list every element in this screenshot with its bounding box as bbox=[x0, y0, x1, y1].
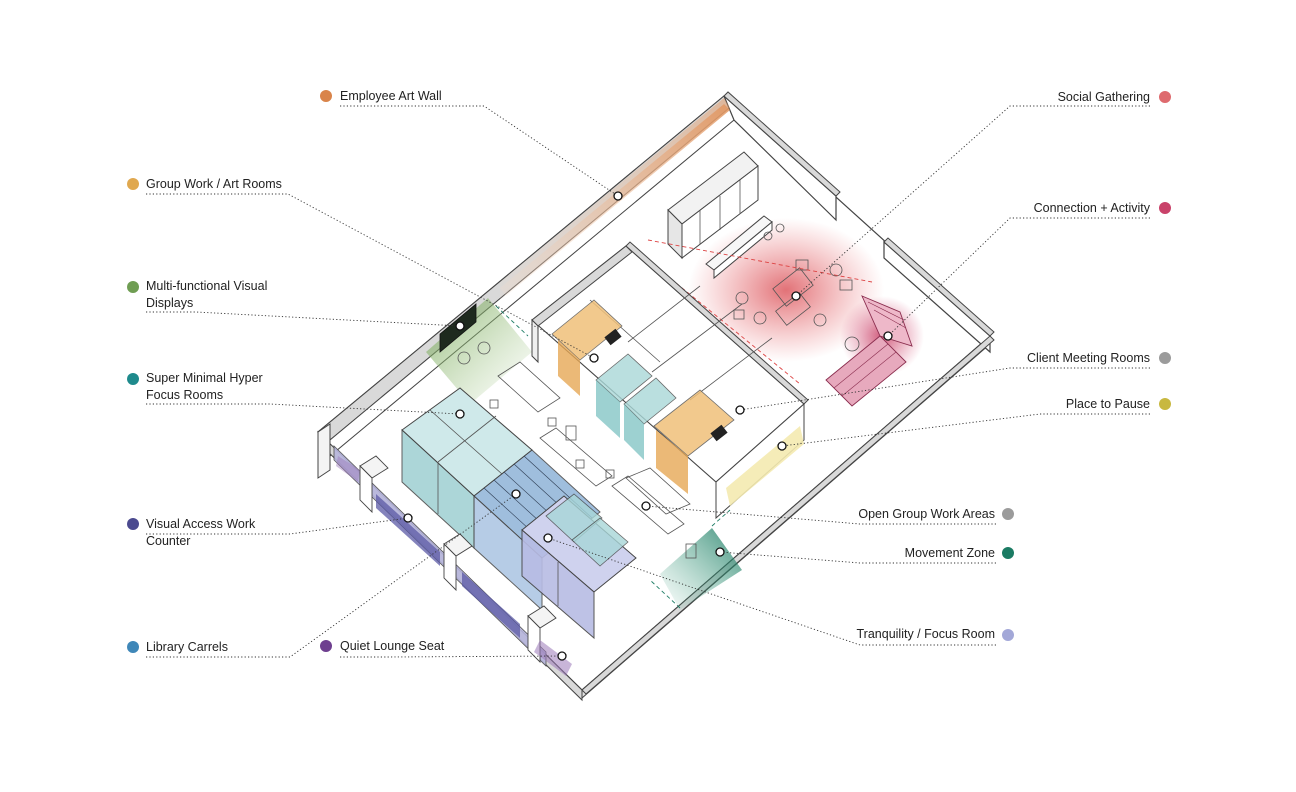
movement-zone-label: Movement Zone bbox=[904, 546, 995, 560]
super-minimal-dot bbox=[127, 373, 139, 385]
visual-access-label-1: Visual Access Work bbox=[146, 517, 256, 531]
focus-rooms-block bbox=[401, 387, 637, 640]
multi-functional-dot bbox=[127, 281, 139, 293]
social-gathering-dot bbox=[1159, 91, 1171, 103]
group-work-dot bbox=[127, 178, 139, 190]
place-to-pause-dot bbox=[1159, 398, 1171, 410]
kitchen-block bbox=[667, 151, 773, 280]
employee-art-wall-dot bbox=[320, 90, 332, 102]
open-group-work-label: Open Group Work Areas bbox=[858, 507, 995, 521]
open-group-work-dot bbox=[1002, 508, 1014, 520]
client-meeting-label: Client Meeting Rooms bbox=[1027, 351, 1150, 365]
marker-place-to-pause bbox=[777, 441, 787, 451]
super-minimal-label-2: Focus Rooms bbox=[146, 388, 224, 402]
marker-super-minimal bbox=[455, 409, 465, 419]
super-minimal-label-1: Super Minimal Hyper bbox=[146, 371, 263, 385]
client-meeting-dot bbox=[1159, 352, 1171, 364]
visual-access-dot bbox=[127, 518, 139, 530]
marker-visual-access bbox=[403, 513, 413, 523]
library-carrels-label: Library Carrels bbox=[146, 640, 228, 654]
marker-connection bbox=[883, 331, 893, 341]
marker-movement-zone bbox=[715, 547, 725, 557]
leader-lines bbox=[146, 105, 1150, 658]
marker-social-gathering bbox=[791, 291, 801, 301]
connection-activity-label: Connection + Activity bbox=[1033, 201, 1150, 215]
location-markers bbox=[403, 191, 893, 661]
marker-tranquility bbox=[543, 533, 553, 543]
place-to-pause-label: Place to Pause bbox=[1065, 397, 1150, 411]
quiet-lounge-label: Quiet Lounge Seat bbox=[340, 639, 445, 653]
library-carrels-dot bbox=[127, 641, 139, 653]
circulation-arrow-top bbox=[647, 239, 873, 283]
stair-bleacher bbox=[825, 295, 913, 407]
employee-art-wall-label: Employee Art Wall bbox=[340, 89, 442, 103]
marker-open-group bbox=[641, 501, 651, 511]
marker-client-meeting bbox=[735, 405, 745, 415]
marker-employee-art-wall bbox=[613, 191, 623, 201]
multi-functional-label-1: Multi-functional Visual bbox=[146, 279, 268, 293]
movement-arrow-c bbox=[495, 305, 529, 337]
marker-group-work bbox=[589, 353, 599, 363]
connection-activity-dot bbox=[1159, 202, 1171, 214]
central-rooms-block bbox=[531, 241, 809, 520]
marker-library-carrels bbox=[511, 489, 521, 499]
tranquility-dot bbox=[1002, 629, 1014, 641]
tranquility-label: Tranquility / Focus Room bbox=[856, 627, 995, 641]
social-gathering-label: Social Gathering bbox=[1057, 90, 1150, 104]
window-counter bbox=[333, 445, 572, 676]
marker-multi-functional bbox=[455, 321, 465, 331]
quiet-lounge-dot bbox=[320, 640, 332, 652]
marker-quiet-lounge bbox=[557, 651, 567, 661]
visual-access-label-2: Counter bbox=[146, 534, 191, 548]
group-work-label: Group Work / Art Rooms bbox=[146, 177, 282, 191]
movement-zone-dot bbox=[1002, 547, 1014, 559]
open-work-furniture bbox=[457, 341, 697, 559]
multi-functional-label-2: Displays bbox=[146, 296, 194, 310]
